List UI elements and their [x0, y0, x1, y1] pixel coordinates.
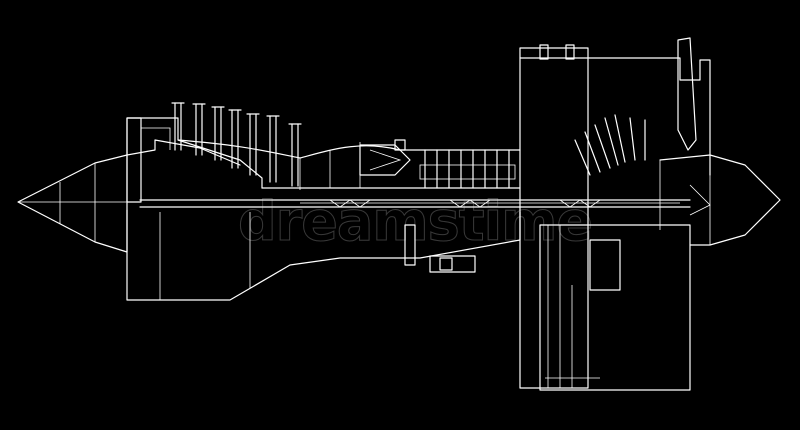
lower-housing: [126, 209, 521, 301]
front-fan-casing: [126, 117, 263, 203]
combustor: [359, 139, 411, 176]
turbine-blades: [419, 149, 516, 189]
exhaust-cone: [659, 154, 781, 246]
main-shaft: [139, 199, 691, 208]
intake-cone: [17, 154, 128, 253]
rear-fan-blades: [574, 37, 697, 176]
compressor-blades: [171, 102, 302, 187]
rear-block: [519, 44, 711, 391]
upper-duct: [177, 139, 521, 190]
